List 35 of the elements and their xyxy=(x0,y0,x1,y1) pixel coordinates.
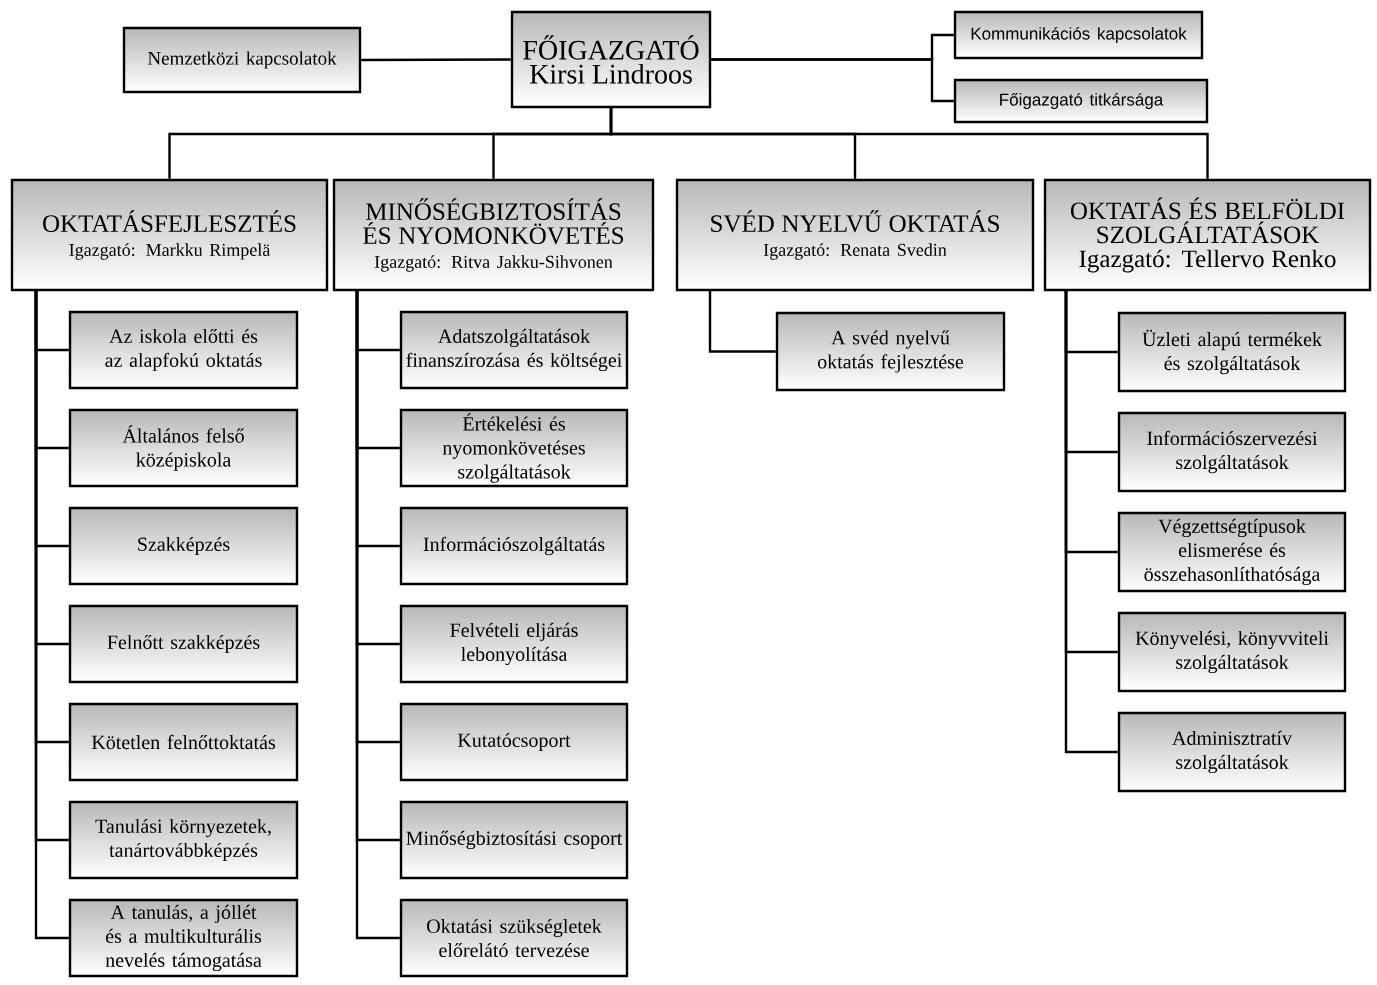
unit-box: FŐIGAZGATÓ Kirsi Lindroos xyxy=(510,10,712,109)
unit-box: Főigazgató titkársága xyxy=(953,78,1209,124)
unit-box: OKTATÁSFEJLESZTÉS Igazgató: Markku Rimpelä xyxy=(10,178,329,292)
unit-box: Kommunikációs kapcsolatok xyxy=(953,10,1204,60)
unit-box: Könyvelési, könyvviteli szolgáltatások xyxy=(1117,611,1347,693)
unit-box: Tanulási környezetek, tanártovábbképzés xyxy=(68,800,299,880)
connector-line xyxy=(708,290,776,353)
unit-box: Adminisztratív szolgáltatások xyxy=(1117,711,1347,793)
unit-box: Kötetlen felnőttoktatás xyxy=(68,702,299,782)
unit-box: Oktatási szükségletek előrelátó tervezése xyxy=(399,898,629,978)
connector-line xyxy=(355,290,400,940)
connector-line xyxy=(609,108,1209,179)
unit-box: A svéd nyelvű oktatás fejlesztése xyxy=(775,311,1006,392)
unit-box: OKTATÁS ÉS BELFÖLDI SZOLGÁLTATÁSOK Igazgató: Tellervo Renko xyxy=(1043,178,1372,292)
unit-box: Végzettségtípusok elismerése és összehasonlíthatósága xyxy=(1117,511,1347,593)
unit-box: MINŐSÉGBIZTOSÍTÁS ÉS NYOMONKÖVETÉS Igazgató: Ritva Jakku-Sihvonen xyxy=(332,178,655,292)
unit-box: Üzleti alapú termékek és szolgáltatások xyxy=(1117,311,1347,393)
unit-box: Felvételi eljárás lebonyolítása xyxy=(399,604,629,684)
unit-box: Adatszolgáltatások finanszírozása és költségei xyxy=(399,310,629,390)
connector-line xyxy=(361,58,511,62)
unit-box: SVÉD NYELVŰ OKTATÁS Igazgató: Renata Svedin xyxy=(675,178,1035,292)
connector-line xyxy=(711,58,954,103)
unit-box: Minőségbiztosítási csoport xyxy=(399,800,629,880)
unit-box: Értékelési és nyomonkövetéses szolgáltatások xyxy=(399,408,629,488)
unit-box: Információszervezési szolgáltatások xyxy=(1117,411,1347,493)
unit-box: Az iskola előtti és az alapfokú oktatás xyxy=(68,310,299,390)
connector-line xyxy=(34,290,69,940)
unit-box: Szakképzés xyxy=(68,506,299,586)
unit-box: Információszolgáltatás xyxy=(399,506,629,586)
unit-box: Kutatócsoport xyxy=(399,702,629,782)
unit-box: Általános felső középiskola xyxy=(68,408,299,488)
unit-box: Felnőtt szakképzés xyxy=(68,604,299,684)
unit-box: A tanulás, a jóllét és a multikulturális nevelés támogatása xyxy=(68,898,299,978)
connector-line xyxy=(1064,290,1118,754)
unit-box: Nemzetközi kapcsolatok xyxy=(122,26,362,94)
